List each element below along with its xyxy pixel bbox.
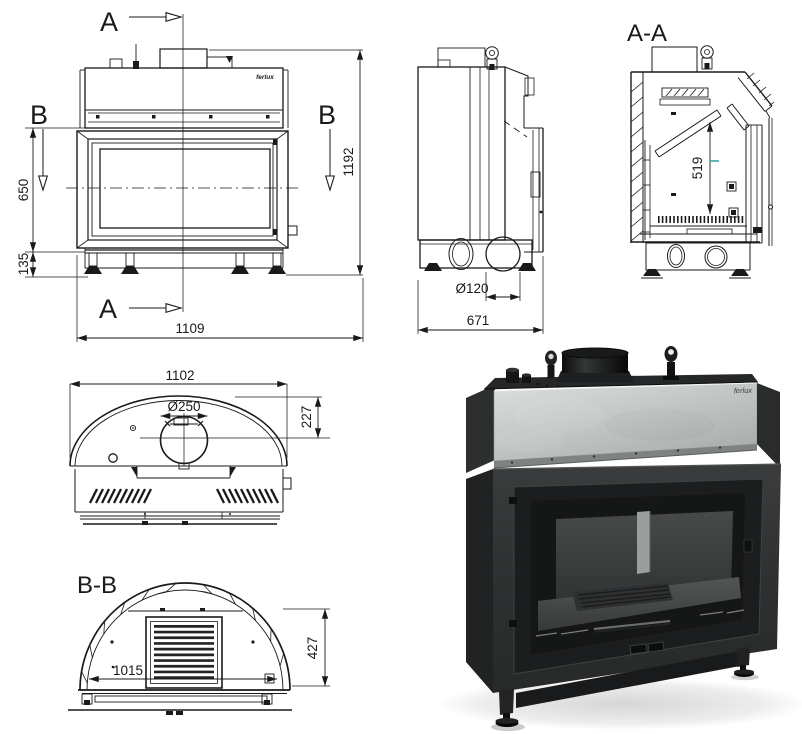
handle-outline [287, 225, 298, 236]
hinge-top [509, 497, 517, 504]
dim-total-height: 1192 [341, 147, 356, 176]
section-bb-dimensions: 1015 427 [89, 608, 330, 687]
dome-hatch [81, 583, 285, 684]
dim-flue-diameter: Ø250 [167, 399, 200, 414]
front-body-linework: ferlux [76, 44, 298, 274]
section-b-label-right: B [318, 100, 336, 130]
bottom-latch-right [647, 641, 665, 653]
section-a-arrow-top [165, 11, 183, 23]
dim-total-depth: 671 [467, 313, 490, 328]
top-body-linework [69, 395, 330, 525]
product-photo: ferlux [437, 346, 802, 731]
flue-connector-outline [159, 48, 208, 69]
foot-shadow-left [491, 723, 525, 731]
dim-door-height: 650 [16, 179, 31, 202]
vent-slats-right [215, 488, 280, 504]
brand-logo-photo: ferlux [734, 386, 753, 395]
hinge-bottom [509, 620, 517, 627]
side-dimensions: Ø120 671 [417, 256, 544, 334]
interior-divider [637, 511, 650, 574]
heat-exchanger-panel: ferlux [493, 382, 758, 462]
bottom-latch-left [629, 643, 648, 655]
top-knobs [506, 367, 560, 388]
section-b-arrow-left [37, 175, 49, 192]
firebox-interior [531, 493, 745, 655]
grill-outline [145, 616, 223, 689]
front-feet [84, 252, 286, 274]
air-duct-circle-outline [485, 236, 521, 272]
dim-firebox-height: 519 [690, 157, 705, 180]
baffle-plate [654, 109, 718, 152]
door-details [509, 497, 753, 655]
section-bb-linework [68, 582, 292, 715]
dim-inner-width: 1015 [113, 663, 143, 678]
air-duct-oval-outline [448, 238, 474, 270]
upper-left-side-panel [466, 385, 495, 473]
section-a-arrow-bottom [165, 302, 183, 314]
heat-exchanger-outline [84, 67, 284, 129]
door-latch [743, 539, 753, 553]
door-frame-outline [76, 130, 289, 249]
panel-flange [493, 444, 758, 469]
section-aa-linework [630, 45, 775, 279]
dim-flue-offset: 227 [299, 406, 314, 429]
base-plinth [516, 651, 740, 708]
dim-base-height: 135 [16, 253, 31, 276]
air-control-slider [593, 619, 671, 631]
vent-slats-left [88, 488, 153, 504]
section-bb-title: B-B [77, 572, 117, 599]
section-aa-dimensions: 519 [690, 122, 719, 214]
dim-duct-diameter: Ø120 [455, 281, 488, 296]
front-view: A A B B [16, 7, 364, 342]
adjustable-foot-right [734, 647, 754, 677]
glass-outline [99, 148, 271, 229]
firebox-left-side [466, 469, 493, 693]
top-dimensions: 1102 Ø250 227 [69, 368, 322, 458]
brand-logo-drawing: ferlux [256, 74, 274, 81]
top-right-hatch [746, 72, 775, 107]
dim-total-width: 1109 [175, 321, 204, 336]
side-body-linework [417, 46, 544, 272]
left-wall-hatch [630, 81, 644, 242]
front-section-markers: A A B B [30, 7, 336, 324]
section-bb-view: B-B [68, 572, 330, 715]
section-b-arrow-right [324, 175, 336, 192]
section-a-label-bottom: A [99, 294, 117, 324]
upper-right-side [757, 383, 780, 468]
section-a-label-top: A [100, 7, 118, 37]
flue-collar [556, 347, 634, 382]
section-b-label-left: B [30, 100, 48, 130]
dim-body-width: 1102 [165, 368, 194, 383]
floor-grate [572, 583, 673, 611]
side-view: Ø120 671 [417, 46, 544, 334]
adjustable-foot-left [495, 689, 519, 727]
dim-section-height: 427 [305, 637, 320, 660]
top-view: 1102 Ø250 227 [69, 368, 330, 525]
firebox-floor [538, 577, 741, 631]
front-dimensions: 650 135 1192 1109 [16, 49, 364, 342]
section-aa-title: A-A [627, 20, 667, 47]
foot-shadow-right [731, 673, 759, 681]
lifting-eyelet-outline [485, 46, 499, 60]
lifting-eyelet-left [545, 350, 557, 378]
section-aa-view: A-A [627, 20, 775, 279]
lifting-eyelet-right [663, 346, 679, 380]
